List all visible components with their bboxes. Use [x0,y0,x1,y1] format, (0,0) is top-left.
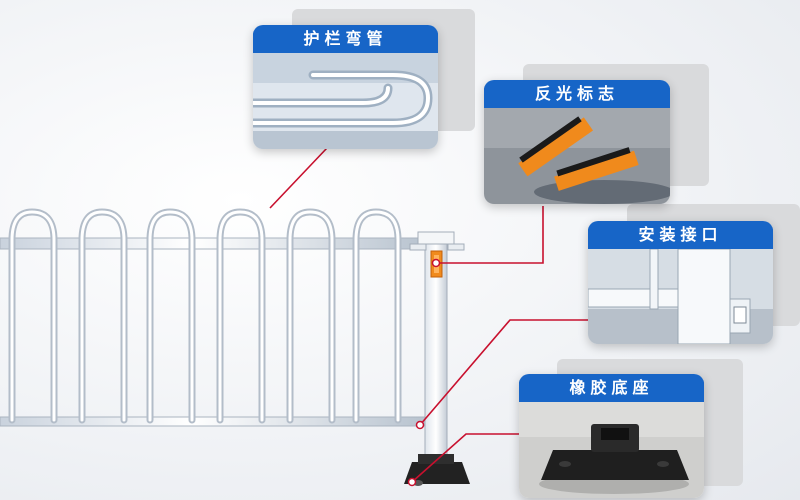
callout-dot-reflector [431,258,441,268]
card-reflector: 反光标志 [484,80,670,204]
reflector-photo [484,108,670,204]
mount-joint-photo [588,249,773,344]
callout-line-rubber-base [411,433,520,483]
card-title-reflector: 反光标志 [484,80,670,108]
card-title-mount-joint: 安装接口 [588,221,773,249]
card-title-rubber-base: 橡胶底座 [519,374,704,402]
callout-line-mount-joint [419,319,588,426]
card-title-bend-pipe: 护栏弯管 [253,25,438,53]
callout-dot-mount-joint [415,420,425,430]
bend-pipe-photo [253,53,438,149]
card-mount-joint: 安装接口 [588,221,773,344]
card-rubber-base: 橡胶底座 [519,374,704,498]
horizontal-rails [0,237,426,427]
callout-line-bend-pipe [269,147,328,209]
callout-dot-rubber-base [407,477,417,487]
rubber-base-photo [519,402,704,498]
callout-lines [269,147,588,483]
callout-line-reflector [436,206,544,264]
card-bend-pipe: 护栏弯管 [253,25,438,149]
